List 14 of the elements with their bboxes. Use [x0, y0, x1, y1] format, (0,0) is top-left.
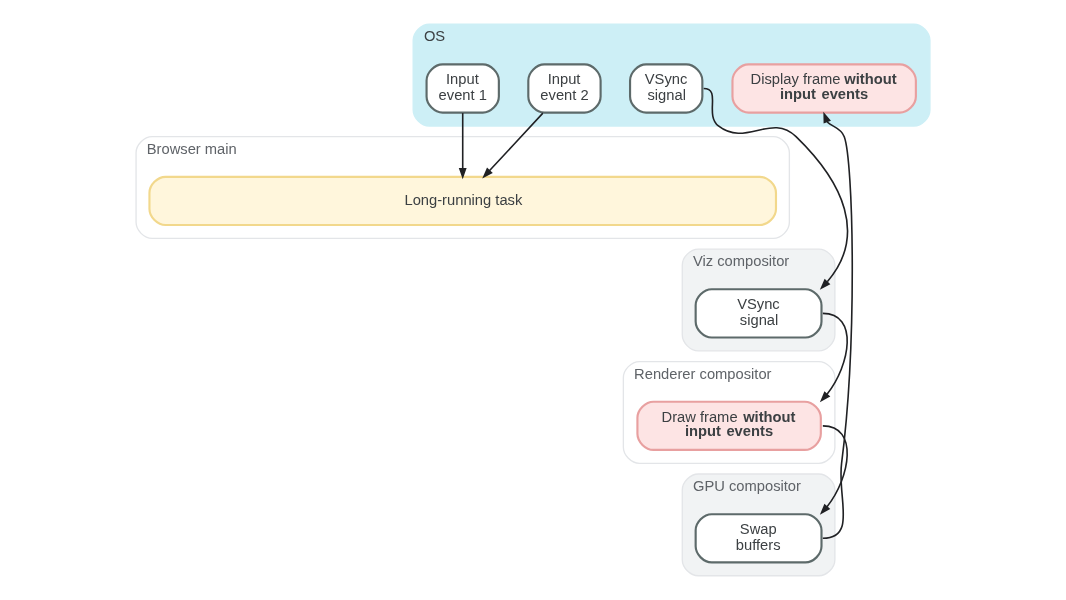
node-box: VSync signal [629, 63, 704, 114]
arrow [822, 111, 854, 540]
arrow [702, 87, 849, 290]
node-box: Input event 2 [527, 63, 602, 114]
node-box: Display frame without input events [731, 63, 917, 114]
arrow [819, 312, 848, 403]
node-box: VSync signal [694, 288, 823, 339]
node-box: Input event 1 [425, 63, 500, 114]
node-box: Long-running task [148, 175, 778, 227]
arrow [819, 425, 848, 515]
node-box: Draw frame without input events [636, 400, 822, 451]
node-box: Swap buffers [694, 513, 823, 564]
arrow [482, 112, 544, 179]
arrow [458, 112, 467, 180]
